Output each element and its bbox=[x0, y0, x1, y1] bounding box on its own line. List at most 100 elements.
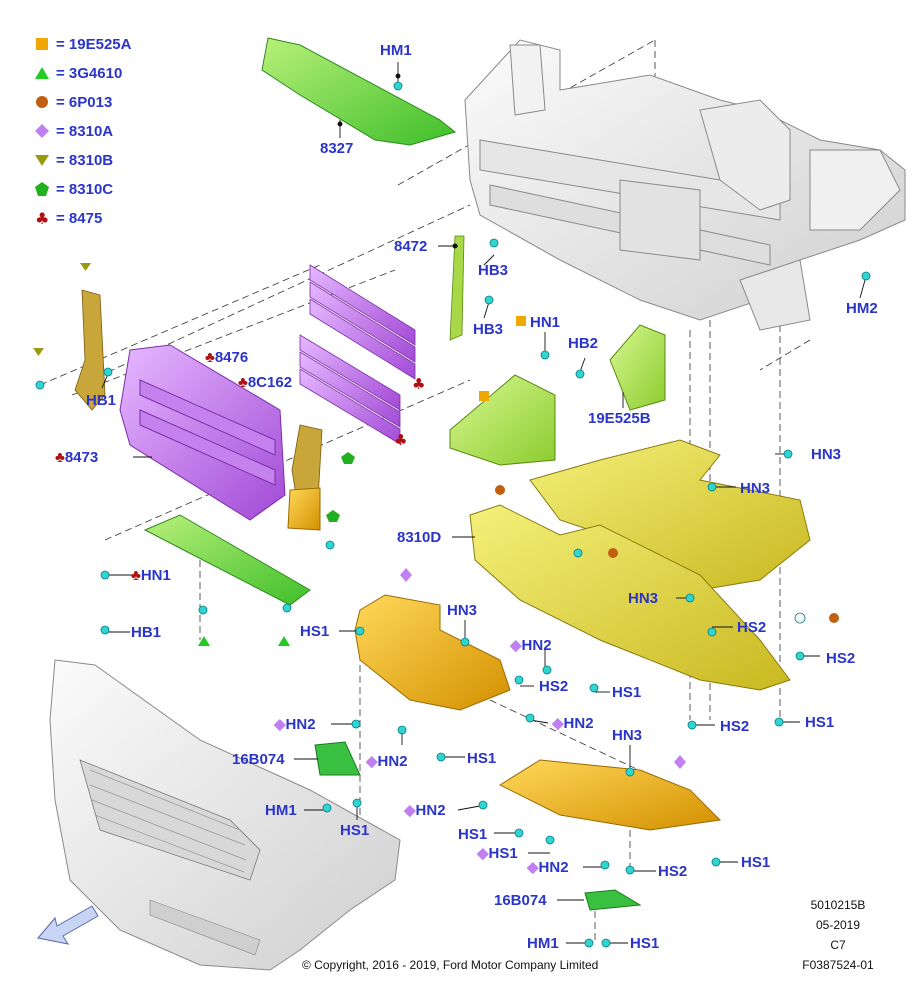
label-8472: 8472 bbox=[394, 238, 428, 255]
label-8327: 8327 bbox=[320, 140, 354, 157]
legend-row: = 19E525A bbox=[34, 34, 131, 54]
svg-text:♣: ♣ bbox=[394, 431, 407, 449]
label-hn2: ◆HN2 bbox=[527, 859, 569, 876]
orange-bracket bbox=[287, 487, 321, 531]
label-hn2: ◆HN2 bbox=[510, 637, 552, 654]
radiator-support bbox=[464, 39, 906, 331]
label-hs1: ◆HS1 bbox=[477, 845, 518, 862]
label-hs1: HS1 bbox=[340, 822, 370, 839]
label-hn1-text: HN1 bbox=[140, 567, 171, 584]
label-hn2: ◆HN2 bbox=[552, 715, 594, 732]
label-hm2: HM2 bbox=[846, 300, 878, 317]
label-hn2-text: HN2 bbox=[563, 715, 594, 732]
label-hs1: HS1 bbox=[741, 854, 771, 871]
label-hn2-text: HN2 bbox=[377, 753, 408, 770]
pentagon-icon bbox=[35, 182, 49, 196]
label-16b074: 16B074 bbox=[494, 892, 547, 909]
label-hn3: HN3 bbox=[628, 590, 659, 607]
label-hs2: HS2 bbox=[826, 650, 856, 667]
label-hn2: ◆HN2 bbox=[274, 716, 316, 733]
orange-shield-upper bbox=[354, 594, 511, 711]
legend-label: = 8310C bbox=[56, 180, 114, 198]
label-hs1: HS1 bbox=[467, 750, 497, 767]
part-19e525b bbox=[609, 324, 666, 411]
label-hs1-text: HS1 bbox=[488, 845, 518, 862]
copyright: © Copyright, 2016 - 2019, Ford Motor Com… bbox=[302, 958, 599, 972]
triangle-down-icon bbox=[35, 155, 49, 166]
air-duct bbox=[449, 374, 556, 466]
bracket-16b074-a bbox=[314, 741, 361, 776]
label-8476: ♣8476 bbox=[205, 349, 249, 366]
shutter-louvers bbox=[299, 264, 416, 445]
triangle-icon bbox=[35, 67, 49, 79]
legend-label: = 8475 bbox=[56, 209, 103, 227]
label-hb2: HB2 bbox=[568, 335, 599, 352]
diagram-sheet: C7 bbox=[830, 938, 846, 952]
label-hm1: HM1 bbox=[527, 935, 559, 952]
label-hs2: HS2 bbox=[720, 718, 750, 735]
label-hn2-text: HN2 bbox=[538, 859, 569, 876]
label-hn2-text: HN2 bbox=[415, 802, 446, 819]
direction-arrow bbox=[37, 905, 99, 945]
bracket-16b074-b bbox=[584, 889, 642, 911]
label-hs1: HS1 bbox=[805, 714, 835, 731]
legend-label: = 8310B bbox=[56, 151, 114, 169]
legend-row: = 8310C bbox=[34, 179, 113, 199]
label-hs2: HS2 bbox=[658, 863, 688, 880]
label-hm1: HM1 bbox=[380, 42, 412, 59]
legend-row: = 3G4610 bbox=[34, 63, 122, 83]
symbol-callouts: ♣ ♣ bbox=[33, 263, 839, 769]
label-hs2: HS2 bbox=[539, 678, 569, 695]
diagram-date: 05-2019 bbox=[815, 918, 861, 932]
club-icon: ♣ bbox=[35, 210, 49, 226]
diagram-ref: F0387524-01 bbox=[802, 958, 874, 972]
label-hs1: HS1 bbox=[612, 684, 642, 701]
label-hb1: HB1 bbox=[86, 392, 117, 409]
label-8c162: ♣8C162 bbox=[238, 374, 293, 391]
legend-row: = 8310A bbox=[34, 121, 113, 141]
label-8473: ♣8473 bbox=[55, 449, 99, 466]
svg-text:♣: ♣ bbox=[412, 375, 425, 393]
diagram-code: 5010215B bbox=[810, 898, 866, 912]
label-hn2-text: HN2 bbox=[521, 637, 552, 654]
fastener-icons bbox=[35, 81, 871, 948]
front-bumper-cover bbox=[49, 659, 401, 971]
label-hm1: HM1 bbox=[265, 802, 297, 819]
part-8310d-shield bbox=[469, 504, 791, 691]
legend-label: = 8310A bbox=[56, 122, 114, 140]
label-hn3: HN3 bbox=[740, 480, 771, 497]
label-hb1: HB1 bbox=[131, 624, 162, 641]
label-hn2: ◆HN2 bbox=[366, 753, 408, 770]
legend-label: = 3G4610 bbox=[56, 64, 123, 82]
part-8473-grille bbox=[119, 344, 286, 521]
orange-shield-lower bbox=[498, 759, 722, 831]
label-hn3: HN3 bbox=[612, 727, 643, 744]
part-8327-shield bbox=[261, 37, 457, 146]
label-hn3: HN3 bbox=[811, 446, 842, 463]
circle-icon bbox=[36, 96, 48, 108]
label-hn2-text: HN2 bbox=[285, 716, 316, 733]
label-hs1: HS1 bbox=[300, 623, 330, 640]
label-hb3: HB3 bbox=[473, 321, 504, 338]
label-hn3: HN3 bbox=[447, 602, 478, 619]
svg-text:♣: ♣ bbox=[35, 210, 49, 226]
square-icon bbox=[36, 38, 48, 50]
label-hs1: HS1 bbox=[458, 826, 488, 843]
diamond-icon bbox=[35, 124, 49, 138]
lower-deflector bbox=[143, 514, 311, 606]
legend-row: ♣ = 8475 bbox=[34, 208, 102, 228]
legend-label: = 6P013 bbox=[56, 93, 113, 111]
label-hn1: HN1 bbox=[530, 314, 561, 331]
label-19e525b: 19E525B bbox=[588, 410, 651, 427]
label-hb3: HB3 bbox=[478, 262, 509, 279]
label-8310d: 8310D bbox=[397, 529, 442, 546]
label-hn2: ◆HN2 bbox=[404, 802, 446, 819]
label-hs2: HS2 bbox=[737, 619, 767, 636]
legend-label: = 19E525A bbox=[56, 35, 132, 53]
legend-row: = 8310B bbox=[34, 150, 113, 170]
label-8c162-text: 8C162 bbox=[247, 374, 293, 391]
label-hs1: HS1 bbox=[630, 935, 660, 952]
label-16b074: 16B074 bbox=[232, 751, 285, 768]
